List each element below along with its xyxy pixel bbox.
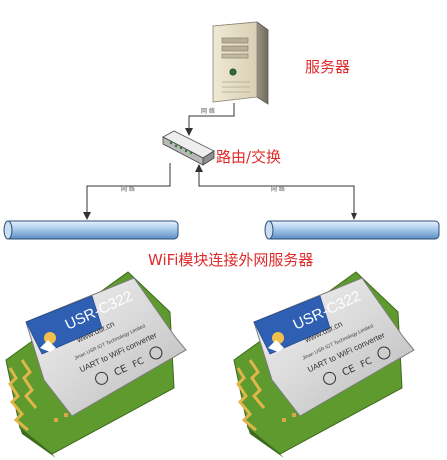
router-label: 路由/交换 [216, 148, 282, 166]
network-segment-right [264, 220, 440, 240]
usr-logo-icon [40, 332, 56, 352]
svg-text:CE: CE [341, 363, 358, 379]
link-tag-server: 网 络 [201, 107, 215, 115]
link-tag-right: 网 络 [271, 185, 285, 193]
link-tag-left: 网 络 [121, 185, 135, 193]
usr-logo-icon [268, 332, 284, 352]
wifi-module-1: USR-C322 www.usr.cn Jinan USR IOT Techno… [5, 271, 187, 458]
svg-text:FC: FC [359, 356, 374, 370]
certification-marks-icon: CE FC [95, 346, 163, 385]
wifi-module-2: USR-C322 www.usr.cn Jinan USR IOT Techno… [233, 271, 415, 458]
network-segment-left [3, 220, 179, 240]
left-link-line [83, 163, 171, 220]
svg-text:CE: CE [113, 363, 130, 379]
server-label: 服务器 [305, 58, 351, 76]
antenna-trace-icon [8, 359, 38, 432]
router-icon [162, 130, 215, 166]
svg-text:FC: FC [131, 356, 146, 370]
right-link-line [195, 164, 355, 214]
server-icon [211, 21, 270, 105]
certification-marks-icon: CE FC [323, 346, 391, 385]
server-link-line [185, 103, 235, 136]
diagram-caption: WiFi模块连接外网服务器 [148, 251, 314, 269]
antenna-trace-icon [236, 359, 266, 432]
